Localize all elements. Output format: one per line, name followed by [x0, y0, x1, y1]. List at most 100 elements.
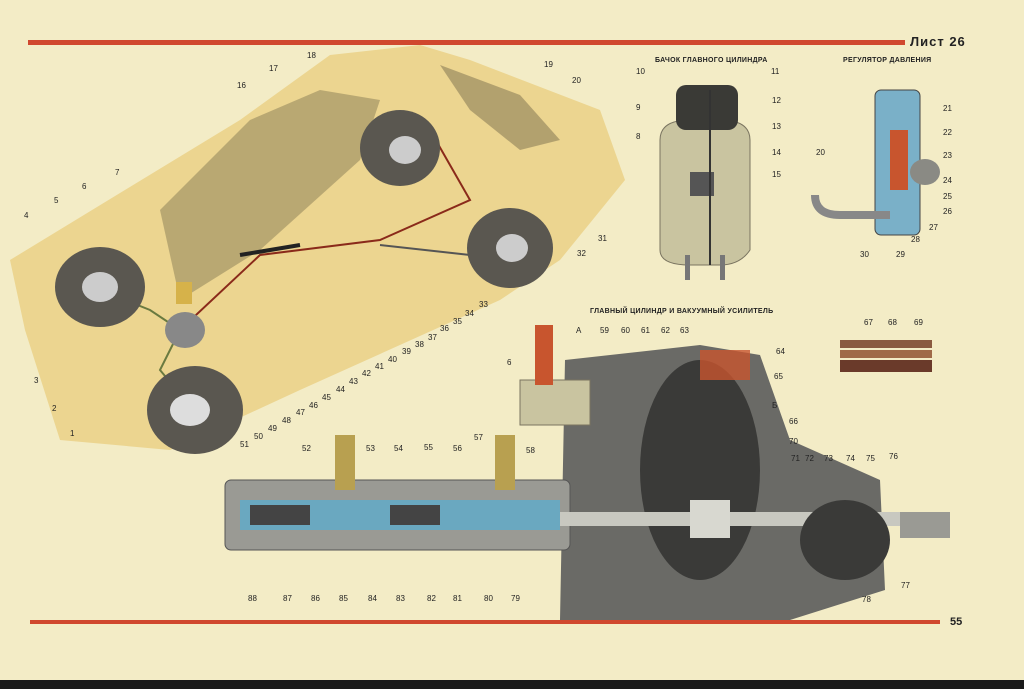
- callout-car: 18: [307, 51, 316, 60]
- callout-regulator: 24: [943, 176, 952, 185]
- callout-car: 16: [237, 81, 246, 90]
- reservoir-title: БАЧОК ГЛАВНОГО ЦИЛИНДРА: [655, 57, 768, 64]
- callout-car: 45: [322, 393, 331, 402]
- callout-master: 53: [366, 444, 375, 453]
- callout-master: 62: [661, 326, 670, 335]
- wheels: [55, 110, 553, 454]
- callout-seal: 67: [864, 318, 873, 327]
- callout-car: 7: [115, 168, 120, 177]
- reservoir-illustration: [659, 85, 751, 280]
- callout-car: 35: [453, 317, 462, 326]
- callout-master: 70: [789, 437, 798, 446]
- callout-master: 80: [484, 594, 493, 603]
- sheet-label: Лист 26: [910, 34, 966, 49]
- callout-regulator: 20: [816, 148, 825, 157]
- callout-master: 78: [862, 595, 871, 604]
- callout-car: 1: [70, 429, 75, 438]
- callout-car: 38: [415, 340, 424, 349]
- callout-car: 39: [402, 347, 411, 356]
- callout-master: 65: [774, 372, 783, 381]
- callout-master: 63: [680, 326, 689, 335]
- bottom-rule: [30, 620, 940, 624]
- callout-master: 6: [507, 358, 512, 367]
- callout-master: 55: [424, 443, 433, 452]
- regulator-illustration: [811, 89, 940, 236]
- callout-car: 34: [465, 309, 474, 318]
- callout-car: 47: [296, 408, 305, 417]
- callout-master: 82: [427, 594, 436, 603]
- callout-car: 2: [52, 404, 57, 413]
- callout-regulator: 28: [911, 235, 920, 244]
- callout-regulator: 21: [943, 104, 952, 113]
- master-cylinder-title: ГЛАВНЫЙ ЦИЛИНДР И ВАКУУМНЫЙ УСИЛИТЕЛЬ: [590, 308, 774, 315]
- callout-master: 84: [368, 594, 377, 603]
- callout-car: 3: [34, 376, 39, 385]
- callout-car: 41: [375, 362, 384, 371]
- callout-regulator: 29: [896, 250, 905, 259]
- callout-master: 52: [302, 444, 311, 453]
- master-cylinder-illustration: [224, 325, 950, 620]
- callout-master: 59: [600, 326, 609, 335]
- callout-regulator: 30: [860, 250, 869, 259]
- callout-master: 74: [846, 454, 855, 463]
- callout-master: Б: [772, 401, 777, 410]
- scan-edge: [0, 680, 1024, 689]
- callout-master: 88: [248, 594, 257, 603]
- callout-master: 81: [453, 594, 462, 603]
- callout-car: 37: [428, 333, 437, 342]
- callout-regulator: 25: [943, 192, 952, 201]
- callout-car: 46: [309, 401, 318, 410]
- callout-master: 73: [824, 454, 833, 463]
- callout-car: 19: [544, 60, 553, 69]
- callout-master: 64: [776, 347, 785, 356]
- callout-car: 31: [598, 234, 607, 243]
- callout-reservoir: 14: [772, 148, 781, 157]
- callout-master: А: [576, 326, 582, 335]
- callout-car: 32: [577, 249, 586, 258]
- callout-car: 51: [240, 440, 249, 449]
- page-number: 55: [950, 616, 963, 628]
- callout-master: 83: [396, 594, 405, 603]
- callout-seal: 68: [888, 318, 897, 327]
- callout-master: 75: [866, 454, 875, 463]
- callout-seal: 69: [914, 318, 923, 327]
- callout-regulator: 26: [943, 207, 952, 216]
- top-rule: [28, 40, 905, 45]
- callout-regulator: 27: [929, 223, 938, 232]
- callout-master: 71: [791, 454, 800, 463]
- callout-car: 42: [362, 369, 371, 378]
- callout-master: 77: [901, 581, 910, 590]
- callout-car: 20: [572, 76, 581, 85]
- callout-car: 49: [268, 424, 277, 433]
- callout-regulator: 23: [943, 151, 952, 160]
- callout-car: 48: [282, 416, 291, 425]
- callout-reservoir: 11: [771, 67, 780, 76]
- callout-car: 6: [82, 182, 87, 191]
- callout-reservoir: 13: [772, 122, 781, 131]
- callout-master: 66: [789, 417, 798, 426]
- callout-reservoir: 9: [636, 103, 641, 112]
- callout-regulator: 22: [943, 128, 952, 137]
- callout-car: 5: [54, 196, 59, 205]
- callout-reservoir: 10: [636, 67, 645, 76]
- callout-master: 58: [526, 446, 535, 455]
- callout-reservoir: 8: [636, 132, 641, 141]
- callout-car: 44: [336, 385, 345, 394]
- callout-master: 79: [511, 594, 520, 603]
- callout-car: 50: [254, 432, 263, 441]
- callout-master: 72: [805, 454, 814, 463]
- callout-car: 4: [24, 211, 29, 220]
- callout-car: 43: [349, 377, 358, 386]
- seal-illustration: [840, 340, 932, 372]
- callout-car: 36: [440, 324, 449, 333]
- callout-car: 33: [479, 300, 488, 309]
- regulator-title: РЕГУЛЯТОР ДАВЛЕНИЯ: [843, 57, 932, 64]
- callout-master: 54: [394, 444, 403, 453]
- callout-master: 60: [621, 326, 630, 335]
- callout-reservoir: 15: [772, 170, 781, 179]
- callout-master: 57: [474, 433, 483, 442]
- callout-master: 85: [339, 594, 348, 603]
- callout-master: 76: [889, 452, 898, 461]
- callout-labels: 1234567161718192031323334353637383940414…: [24, 51, 952, 604]
